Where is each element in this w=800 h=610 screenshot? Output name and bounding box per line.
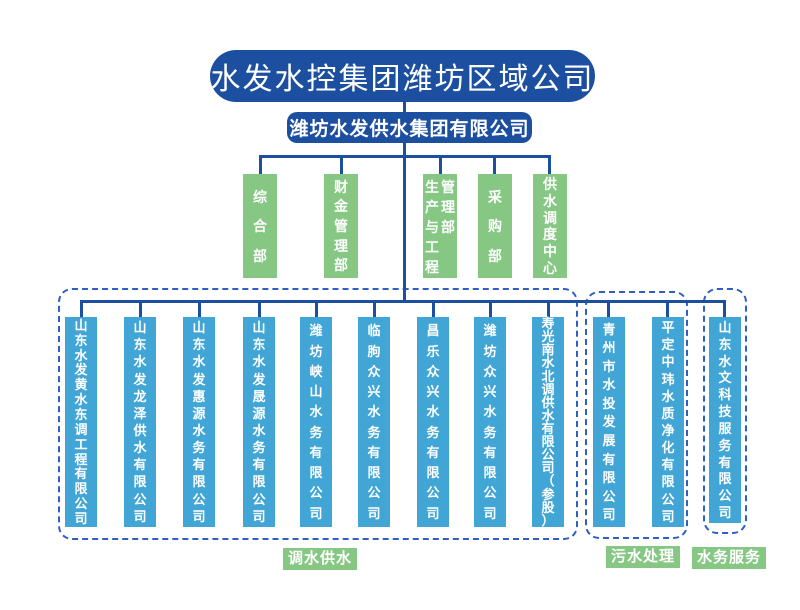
connector-drop-company-8 [489, 302, 492, 317]
connector-drop-company-11 [666, 302, 669, 317]
group-outline-water-services [703, 288, 747, 534]
connector-drop-dept-5 [548, 157, 551, 175]
department-box-finance: 财金管理部 [324, 174, 358, 278]
connector-drop-dept-4 [493, 157, 496, 175]
parent-company-name: 潍坊水发供水集团有限公司 [289, 119, 530, 140]
connector-drop-dept-3 [439, 157, 442, 175]
connector-drop-company-12 [723, 302, 726, 317]
connector-drop-company-6 [373, 302, 376, 317]
group-label-sewage-treatment: 污水处理 [606, 546, 681, 568]
department-box-procurement: 采购部 [478, 174, 512, 278]
company-box: 昌乐众兴水务有限公司 [417, 317, 449, 527]
connector-drop-company-3 [198, 302, 201, 317]
connector-subsidiary-to-companies [403, 142, 406, 303]
group-label-water-supply: 调水供水 [283, 548, 358, 570]
connector-drop-company-1 [80, 302, 83, 317]
root-company-name: 水发水控集团潍坊区域公司 [210, 63, 595, 96]
connector-drop-company-4 [258, 302, 261, 317]
company-box: 山东水文科技服务有限公司 [709, 317, 741, 523]
company-box: 潍坊众兴水务有限公司 [474, 317, 506, 527]
company-box: 山东水发晟源水务有限公司 [243, 317, 275, 527]
department-box-dispatch-center: 供水调度中心 [533, 174, 567, 278]
root-company-box: 水发水控集团潍坊区域公司 [210, 50, 595, 102]
connector-companies-rail [80, 300, 726, 303]
company-box: 青州市水投发展有限公司 [593, 317, 625, 527]
group-label-water-services: 水务服务 [692, 547, 767, 569]
department-box-production-engineering: 生产与工程管理部 [423, 174, 457, 278]
connector-drop-dept-2 [340, 157, 343, 175]
company-box: 寿光南水北调供水有限公司（参股） [532, 317, 564, 527]
company-box: 山东水发惠源水务有限公司 [183, 317, 215, 527]
group-outline-water-supply [58, 288, 578, 540]
company-box: 山东水发龙泽供水有限公司 [124, 317, 156, 527]
connector-departments-rail [259, 155, 551, 158]
connector-drop-company-9 [547, 302, 550, 317]
group-outline-sewage-treatment [585, 291, 688, 539]
company-box: 平定中玮水质净化有限公司 [652, 317, 684, 527]
company-box: 潍坊峡山水务有限公司 [300, 317, 332, 527]
connector-root-to-subsidiary [403, 101, 406, 113]
company-box: 山东水发黄水东调工程有限公司 [65, 317, 97, 527]
department-box-general: 综合部 [243, 174, 277, 278]
connector-drop-company-7 [432, 302, 435, 317]
connector-drop-company-5 [315, 302, 318, 317]
company-box: 临朐众兴水务有限公司 [358, 317, 390, 527]
connector-drop-company-2 [139, 302, 142, 317]
connector-drop-dept-1 [259, 157, 262, 175]
parent-company-box: 潍坊水发供水集团有限公司 [287, 112, 532, 143]
connector-drop-company-10 [607, 302, 610, 317]
